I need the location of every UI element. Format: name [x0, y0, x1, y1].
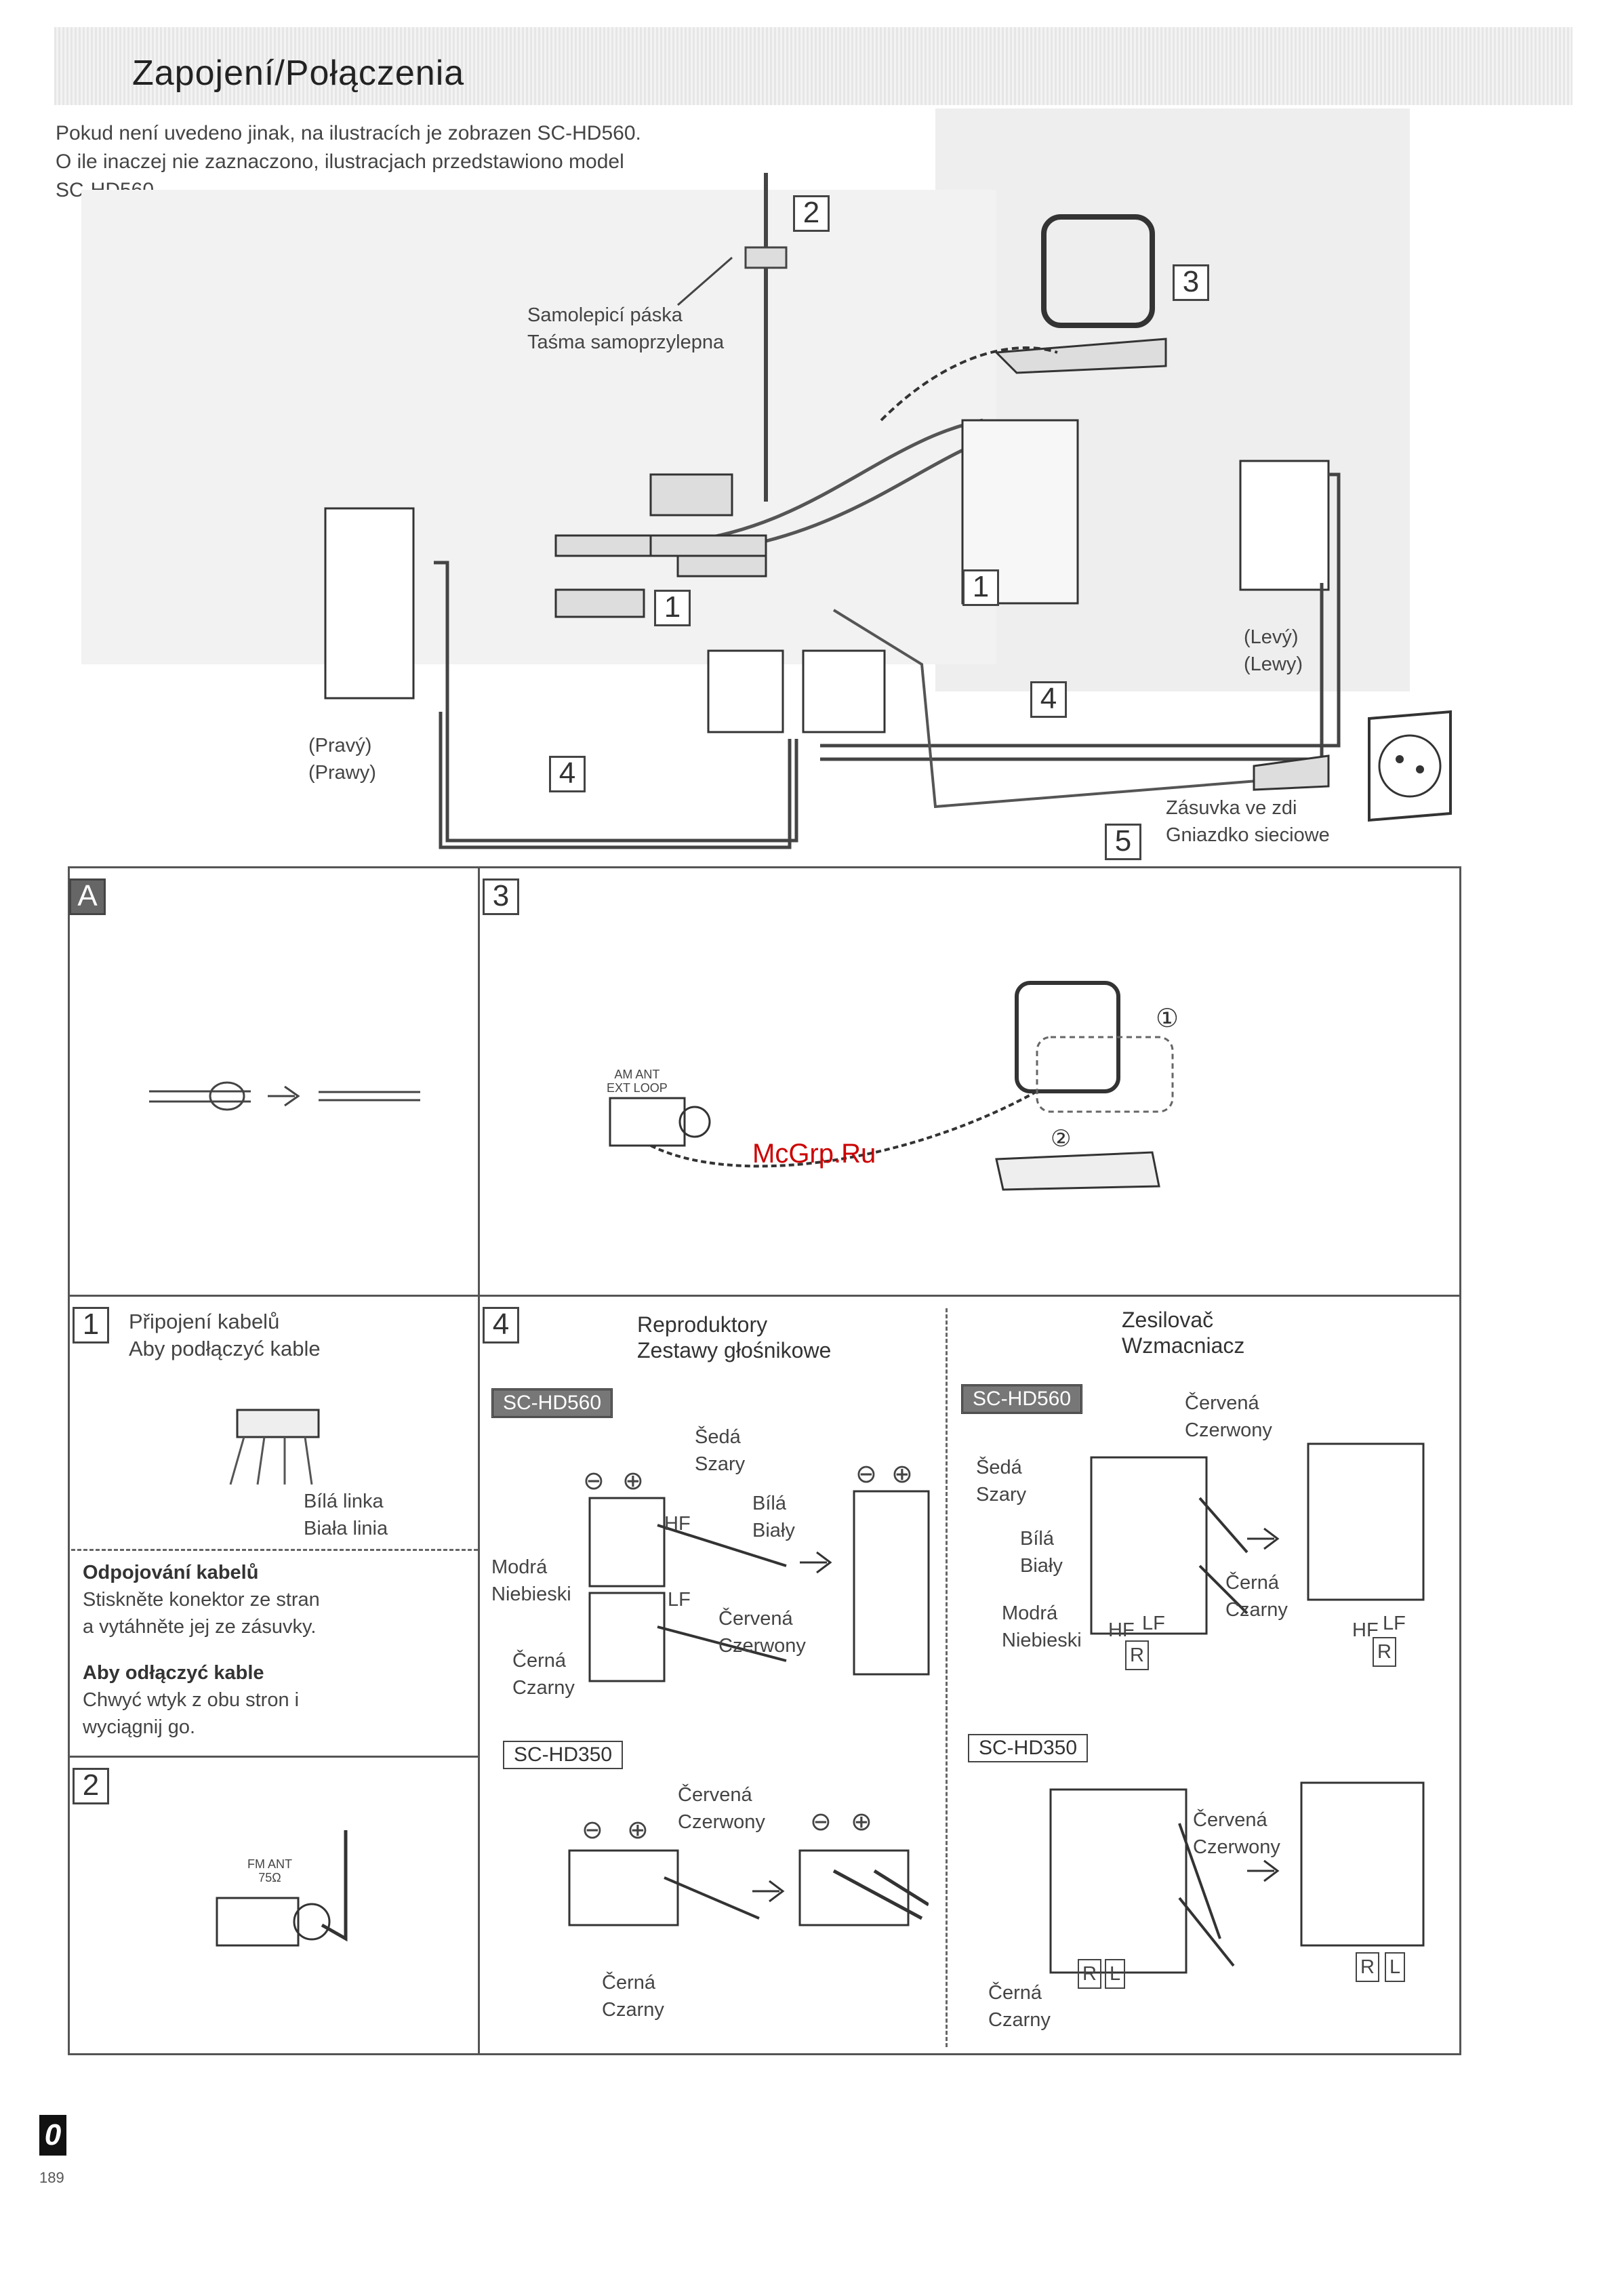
- white-line-label: Bílá linka Biała linia: [304, 1491, 388, 1539]
- panels-left-border: [68, 866, 70, 2055]
- panel-1-dashed-divider: [71, 1549, 478, 1551]
- disconnect-instructions: Odpojování kabelů Stiskněte konektor ze …: [83, 1562, 320, 1738]
- wire-twist-illustration: [149, 1081, 420, 1111]
- fm-antenna-illustration: [216, 1830, 348, 1947]
- panels-right-border: [1459, 866, 1461, 2055]
- panels-bottom-border: [68, 2053, 1461, 2055]
- connection-diagram: [81, 108, 1452, 849]
- watermark: McGrp.Ru: [752, 1139, 876, 1169]
- left-speaker-label: (Levý) (Lewy): [1244, 626, 1303, 675]
- lf-label: LF: [668, 1589, 691, 1611]
- fm-ant-label: FM ANT 75Ω: [247, 1857, 292, 1884]
- panel-2-label: 2: [73, 1768, 109, 1804]
- panel-4-label: 4: [483, 1307, 519, 1343]
- ribbon-connector-illustration: [229, 1409, 320, 1485]
- amp-model-560-tag: SC-HD560: [961, 1384, 1083, 1414]
- speakers-heading: Reproduktory Zestawy głośnikowe: [637, 1312, 832, 1362]
- amp-terminals-350: [1049, 1781, 1425, 1974]
- panel-3-label: 3: [483, 878, 519, 915]
- amp-350-r-label: R: [1078, 1959, 1101, 1989]
- minus-350: ⊖: [582, 1816, 603, 1844]
- minus-560-after: ⊖: [855, 1460, 877, 1489]
- intro-line-1: Pokud není uvedeno jinak, na ilustracích…: [56, 122, 641, 144]
- amp-model-350-tag: SC-HD350: [968, 1734, 1089, 1762]
- plus-350: ⊕: [627, 1816, 649, 1844]
- panel-1-2-divider: [68, 1756, 478, 1758]
- intro-line-2: O ile inaczej nie zaznaczono, ilustracja…: [56, 150, 624, 173]
- minus-560: ⊖: [583, 1467, 605, 1495]
- amp-350-r-label-after: R: [1356, 1952, 1379, 1982]
- callout-4-left: 4: [549, 756, 586, 792]
- amp-terminals-560: [1090, 1442, 1425, 1635]
- callout-3: 3: [1173, 264, 1209, 301]
- step-2-marker: ②: [1051, 1126, 1072, 1152]
- panels-mid-divider: [68, 1295, 1461, 1297]
- footer-code: 189: [39, 2169, 64, 2186]
- amp-lf-label-after: LF: [1383, 1613, 1406, 1634]
- speaker-terminals-350: [568, 1849, 929, 1926]
- plus-560-after: ⊕: [891, 1460, 913, 1489]
- callout-4-right: 4: [1030, 681, 1067, 718]
- panel-a-label: A: [69, 878, 106, 915]
- panels-top-border: [68, 866, 1461, 868]
- callout-1-right: 1: [962, 569, 999, 606]
- speaker-terminals-560: [588, 1490, 930, 1682]
- panel-4-dashed-divider: [946, 1308, 948, 2047]
- minus-350-after: ⊖: [810, 1808, 832, 1836]
- callout-1-left: 1: [654, 590, 691, 626]
- amp-hf-label: HF: [1108, 1619, 1135, 1641]
- amp-lf-label: LF: [1142, 1613, 1165, 1634]
- amplifier-heading: Zesilovač Wzmacniacz: [1122, 1308, 1245, 1358]
- amp-r-label: R: [1125, 1640, 1149, 1670]
- loop-antenna-illustration: [609, 981, 1174, 1191]
- callout-2: 2: [793, 195, 830, 232]
- plus-350-after: ⊕: [851, 1808, 872, 1836]
- amp-r-label-after: R: [1373, 1637, 1396, 1667]
- step-1-marker: ①: [1156, 1005, 1179, 1033]
- connect-cables-title: Připojení kabelů Aby podłączyć kable: [129, 1310, 321, 1360]
- tape-label: Samolepicí páska Taśma samoprzylepna: [527, 304, 725, 353]
- right-speaker-label: (Pravý) (Prawy): [308, 735, 376, 784]
- hf-label: HF: [664, 1513, 691, 1535]
- panel-1-label: 1: [73, 1307, 109, 1343]
- panels-col-divider: [478, 866, 480, 2055]
- callout-5: 5: [1105, 824, 1141, 860]
- plus-560: ⊕: [622, 1467, 644, 1495]
- header-band: [54, 27, 1572, 105]
- wall-outlet-label: Zásuvka ve zdi Gniazdko sieciowe: [1166, 797, 1330, 846]
- am-ant-label: AM ANT EXT LOOP: [607, 1068, 668, 1095]
- amp-350-l-label: L: [1105, 1959, 1126, 1989]
- speaker-model-350-tag: SC-HD350: [503, 1741, 624, 1769]
- speaker-model-560-tag: SC-HD560: [491, 1388, 613, 1418]
- page-title: Zapojení/Połączenia: [132, 54, 465, 93]
- amp-350-l-label-after: L: [1385, 1952, 1406, 1982]
- page-number-mark: 0: [39, 2115, 66, 2156]
